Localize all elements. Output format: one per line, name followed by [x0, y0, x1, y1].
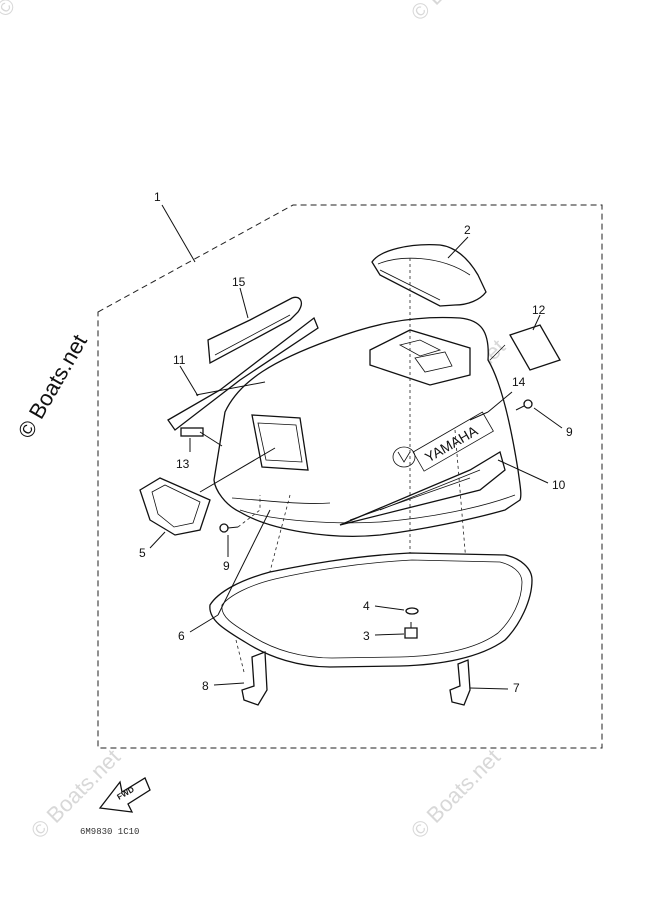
diagram-code: 6M9830 1C10: [80, 827, 139, 837]
leader-10: [497, 459, 549, 484]
callout-7: 7: [513, 681, 520, 695]
callout-8: 8: [202, 679, 209, 693]
callout-9-right: 9: [566, 425, 573, 439]
svg-text:© Boats.net: © Boats.net: [0, 0, 70, 21]
leader-2: [447, 236, 469, 259]
callout-2: 2: [464, 223, 471, 237]
callout-12: 12: [532, 303, 546, 317]
leader-15: [239, 287, 249, 319]
leader-8: [213, 682, 245, 686]
callout-10: 10: [552, 478, 566, 492]
fwd-arrow-icon: FWD: [98, 777, 151, 813]
assembly-boundary: [97, 204, 603, 749]
leader-11b: [195, 381, 266, 396]
bracket-8-guide: [235, 639, 245, 673]
leader-4: [374, 605, 405, 611]
watermark-top-left: © Boats.net: [0, 0, 70, 21]
callout-14: 14: [512, 375, 526, 389]
leader-6: [189, 614, 219, 633]
leader-1: [161, 204, 196, 263]
bolt-3: [404, 622, 418, 639]
leader-3: [374, 633, 405, 636]
align-line-left: [259, 494, 291, 611]
svg-text:© Boats.net: © Boats.net: [406, 0, 505, 26]
watermark-top-right: © Boats.net: [406, 0, 505, 26]
screw-9-left: [219, 523, 239, 533]
washer-4: [405, 607, 419, 615]
top-cowling: YAMAHA: [213, 316, 522, 537]
leader-6b: [217, 509, 271, 616]
svg-text:© Boats.net: © Boats.net: [406, 744, 505, 843]
screw-9-right: [515, 399, 533, 411]
label-13: [180, 427, 204, 437]
leader-14b: [469, 411, 489, 421]
watermark-main: © Boats.net: [13, 330, 92, 442]
callout-6: 6: [178, 629, 185, 643]
leader-11: [179, 365, 199, 397]
handle-cover: [371, 244, 487, 307]
seal-6: [209, 552, 533, 668]
leader-12: [532, 314, 541, 331]
leader-9-right: [533, 407, 563, 429]
leader-14: [487, 391, 513, 413]
svg-text:© Boats.net: © Boats.net: [13, 330, 92, 442]
leader-7: [469, 687, 509, 690]
bracket-8: [241, 651, 268, 706]
leader-5: [149, 531, 166, 549]
callout-5: 5: [139, 546, 146, 560]
callout-4: 4: [363, 599, 370, 613]
callout-3: 3: [363, 629, 370, 643]
decal-15: [207, 296, 302, 365]
callout-1: 1: [154, 190, 161, 204]
callout-9-left: 9: [223, 559, 230, 573]
leader-13b: [199, 431, 223, 447]
callout-15: 15: [232, 275, 246, 289]
callout-13: 13: [176, 457, 190, 471]
watermark-bottom-right: © Boats.net: [406, 744, 505, 843]
intake-grommet: [139, 477, 211, 536]
callout-11: 11: [173, 353, 186, 367]
screw-path-left: [237, 495, 261, 528]
bracket-7: [449, 659, 471, 706]
leader-5b: [199, 447, 276, 493]
label-12: [489, 324, 561, 371]
